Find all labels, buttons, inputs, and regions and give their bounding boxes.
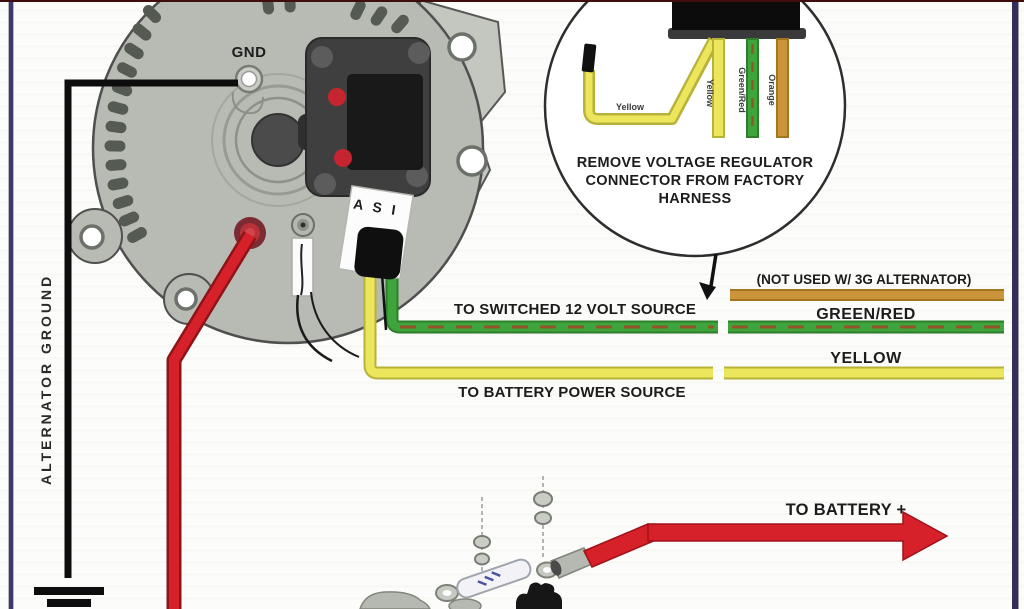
shaft-hub — [251, 113, 305, 167]
pointer-arrow — [699, 253, 718, 300]
gnd-label: GND — [231, 44, 267, 61]
alternator-body — [67, 0, 507, 345]
inset-pigtail-yellow-label: Yellow — [615, 102, 644, 112]
left-border — [9, 0, 13, 609]
yellow-wire-label: YELLOW — [830, 350, 902, 367]
not-used-note: (NOT USED W/ 3G ALTERNATOR) — [756, 272, 972, 287]
fuse-link-assembly — [359, 476, 594, 609]
asi-plug — [354, 226, 404, 280]
plug-pin-wire — [380, 273, 388, 331]
inset-detail-circle — [543, 0, 847, 300]
vent-slots — [104, 0, 409, 243]
red-battery-cable — [166, 231, 257, 609]
whisker-wire-2 — [310, 291, 360, 358]
inset-note-line2: CONNECTOR FROM FACTORY — [585, 173, 805, 189]
regulator-connector-body — [347, 74, 423, 170]
inset-note-line1: REMOVE VOLTAGE REGULATOR — [576, 155, 814, 171]
green-red-wire-label: GREEN/RED — [816, 306, 916, 323]
small-stud — [291, 213, 315, 297]
top-border — [0, 0, 1024, 2]
yellow-wire — [363, 272, 1004, 380]
factory-connector — [672, 0, 800, 30]
inset-orange-wire — [776, 38, 789, 138]
ground-symbol-bar1 — [34, 587, 104, 595]
gnd-terminal-hole — [240, 70, 258, 88]
switched-source-label: TO SWITCHED 12 VOLT SOURCE — [453, 301, 697, 318]
battery-power-label: TO BATTERY POWER SOURCE — [458, 384, 686, 401]
voltage-regulator — [298, 37, 431, 197]
inset-orange-label: Orange — [767, 74, 777, 106]
alternator-ground-label: ALTERNATOR GROUND — [38, 273, 54, 485]
inset-note: REMOVE VOLTAGE REGULATOR CONNECTOR FROM … — [560, 154, 830, 208]
inset-note-line3: HARNESS — [658, 191, 732, 207]
asi-connector — [337, 184, 415, 280]
regulator-red-dot-bottom — [334, 149, 352, 167]
battery-arrow — [582, 510, 949, 568]
left-border-edge2 — [13, 0, 14, 609]
right-border-edge — [1018, 0, 1019, 609]
whisker-wire-1 — [296, 294, 333, 363]
inset-yellow-wire — [712, 38, 725, 138]
right-border — [1012, 0, 1018, 609]
stud-bolt — [516, 582, 562, 609]
battery-plus-label: TO BATTERY + — [785, 501, 907, 519]
fusible-link — [456, 558, 532, 599]
inset-yellow-pigtail — [581, 37, 720, 125]
left-border-edge — [8, 0, 9, 609]
ground-symbol-bar2 — [47, 599, 91, 607]
regulator-red-dot-top — [328, 88, 346, 106]
green-red-wire — [385, 272, 1004, 334]
ground-wire — [34, 79, 238, 607]
inset-green-red-label: Green/Red — [737, 67, 747, 113]
inset-yellow-label: Yellow — [705, 78, 715, 107]
